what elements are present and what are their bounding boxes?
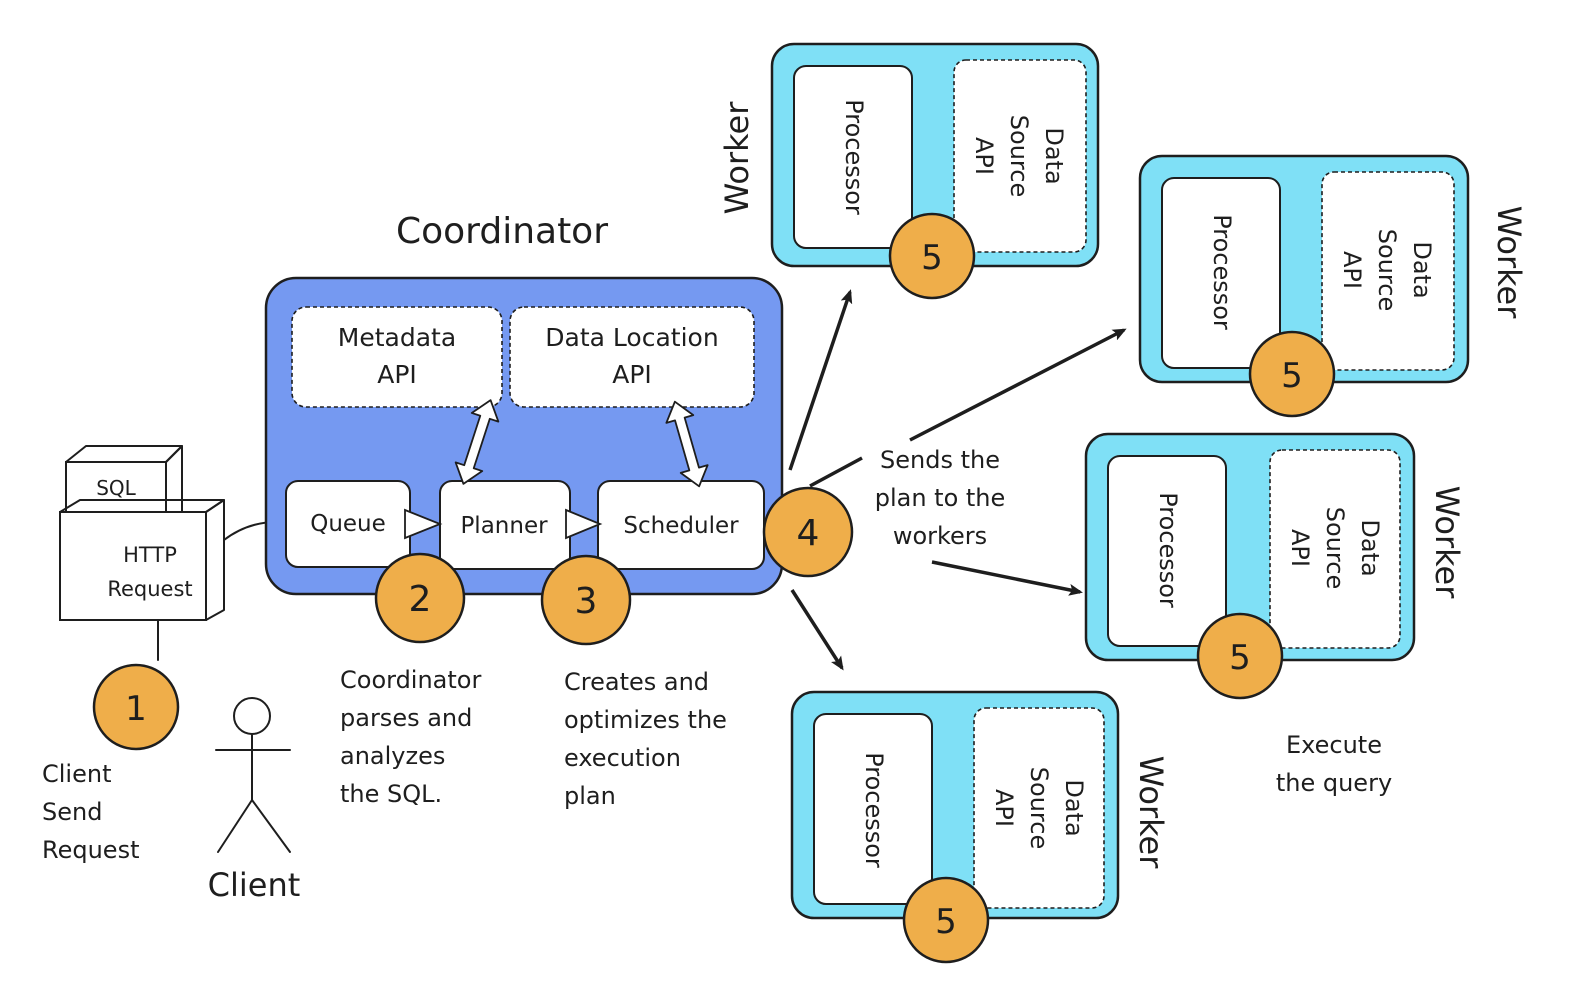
client-right-leg <box>251 799 291 853</box>
metadata-api-box <box>291 306 503 408</box>
step-5-number: 5 <box>1229 638 1251 678</box>
worker-top-processor-box <box>793 65 913 249</box>
step-3-badge: 3 <box>540 554 632 646</box>
queue-label: Queue <box>310 511 386 537</box>
worker-right-top: Processor Data Source API Worker <box>1138 154 1528 384</box>
step-4-description: Sends the plan to the workers <box>875 446 1006 550</box>
step-5-text-line1: Execute <box>1286 731 1382 759</box>
data-location-api-label-line1: Data Location <box>545 323 718 352</box>
step-2-text-line4: the SQL. <box>340 780 442 808</box>
step-3-text-line3: execution <box>564 744 681 772</box>
worker-top-ds-line2: Source <box>1005 115 1033 197</box>
step-3-text-line2: optimizes the <box>564 706 727 734</box>
step-5-description: Execute the query <box>1276 731 1392 797</box>
worker-right-middle-ds-line1: Data <box>1356 519 1384 576</box>
worker-right-top-processor-box <box>1161 177 1281 369</box>
sql-label: SQL <box>96 476 136 500</box>
worker-right-middle-title: Worker <box>1428 486 1466 600</box>
step-2-badge: 2 <box>374 552 466 644</box>
worker-right-top-title: Worker <box>1490 206 1528 320</box>
metadata-api-label-line1: Metadata <box>338 323 456 352</box>
worker-top-title: Worker <box>718 101 756 215</box>
sql-box: SQL <box>65 445 183 513</box>
worker-bottom: Processor Data Source API Worker <box>790 690 1170 920</box>
worker-right-top-data-source-box <box>1321 171 1455 371</box>
step-4-number: 4 <box>797 513 820 554</box>
worker-bottom-ds-line3: API <box>990 789 1018 827</box>
step-3-text-line4: plan <box>564 782 616 810</box>
client-left-leg <box>217 799 253 853</box>
step-1-text-line1: Client <box>42 760 111 788</box>
arrow-to-worker-top <box>788 289 853 471</box>
arrow-to-worker-right-top <box>909 328 1127 442</box>
worker-right-middle-ds-line3: API <box>1286 529 1314 567</box>
worker-bottom-data-source-box <box>973 707 1105 909</box>
worker-bottom-ds-line2: Source <box>1025 767 1053 849</box>
data-location-api-label-line2: API <box>612 360 652 389</box>
worker-right-middle-data-source-box <box>1269 449 1401 649</box>
step-2-number: 2 <box>409 579 432 620</box>
step-3-text-line1: Creates and <box>564 668 709 696</box>
arrow-to-worker-bottom <box>790 589 844 671</box>
step-4-text-line2: plan to the <box>875 484 1006 512</box>
step-1-number: 1 <box>125 689 147 729</box>
worker-bottom-ds-line1: Data <box>1060 779 1088 836</box>
worker-right-top-processor-label: Processor <box>1208 214 1236 330</box>
step-2-text-line2: parses and <box>340 704 472 732</box>
metadata-planner-double-arrow <box>454 399 500 485</box>
step-5-badge-worker-right-middle: 5 <box>1196 612 1284 700</box>
step-3-number: 3 <box>575 581 598 622</box>
worker-bottom-processor-label: Processor <box>860 752 888 868</box>
worker-right-top-ds-line3: API <box>1338 251 1366 289</box>
worker-bottom-title: Worker <box>1132 756 1170 870</box>
worker-right-middle-processor-box <box>1107 455 1227 647</box>
step-2-description: Coordinator parses and analyzes the SQL. <box>340 666 481 808</box>
step-4-text-line1: Sends the <box>880 446 1000 474</box>
worker-top-ds-line1: Data <box>1040 127 1068 184</box>
step-5-number: 5 <box>921 238 943 278</box>
worker-top-processor-label: Processor <box>840 99 868 215</box>
worker-bottom-processor-box <box>813 713 933 905</box>
http-request-box: HTTP Request <box>59 499 225 621</box>
coordinator-title: Coordinator <box>396 211 608 252</box>
step-2-text-line3: analyzes <box>340 742 445 770</box>
client-head <box>233 697 271 735</box>
step-1-badge: 1 <box>92 663 180 751</box>
worker-top-data-source-box <box>953 59 1087 253</box>
arrow-to-worker-right-middle <box>931 560 1083 596</box>
step-4-text-line3: workers <box>893 522 987 550</box>
step-1-description: Client Send Request <box>42 760 140 864</box>
step-5-number: 5 <box>1281 356 1303 396</box>
scheduler-label: Scheduler <box>623 513 739 539</box>
worker-right-middle-processor-label: Processor <box>1154 492 1182 608</box>
step-4-badge: 4 <box>762 486 854 578</box>
step-5-number: 5 <box>935 902 957 942</box>
step-1-text-line3: Request <box>42 836 140 864</box>
arrow-stub <box>809 456 863 488</box>
worker-right-top-ds-line2: Source <box>1373 229 1401 311</box>
worker-right-middle: Processor Data Source API Worker <box>1084 432 1466 662</box>
http-request-label-line1: HTTP <box>123 543 177 567</box>
queue-to-planner-arrow <box>404 508 443 540</box>
worker-top: Processor Data Source API Worker <box>718 42 1100 268</box>
data-location-api-box <box>509 306 755 408</box>
step-3-description: Creates and optimizes the execution plan <box>564 668 727 810</box>
planner-label: Planner <box>460 513 548 539</box>
planner-to-scheduler-arrow <box>565 508 603 540</box>
worker-top-ds-line3: API <box>970 137 998 175</box>
datalocation-scheduler-double-arrow <box>665 400 709 488</box>
worker-right-middle-ds-line2: Source <box>1321 507 1349 589</box>
step-5-text-line2: the query <box>1276 769 1392 797</box>
http-request-label-line2: Request <box>107 577 192 601</box>
client-stick-figure <box>215 697 291 853</box>
step-5-badge-worker-right-top: 5 <box>1248 330 1336 418</box>
step-5-badge-worker-bottom: 5 <box>902 876 990 964</box>
step-2-text-line1: Coordinator <box>340 666 481 694</box>
client-label: Client <box>208 866 301 904</box>
metadata-api-label-line2: API <box>377 360 417 389</box>
step-5-badge-worker-top: 5 <box>888 212 976 300</box>
worker-right-top-ds-line1: Data <box>1408 241 1436 298</box>
step-1-text-line2: Send <box>42 798 102 826</box>
